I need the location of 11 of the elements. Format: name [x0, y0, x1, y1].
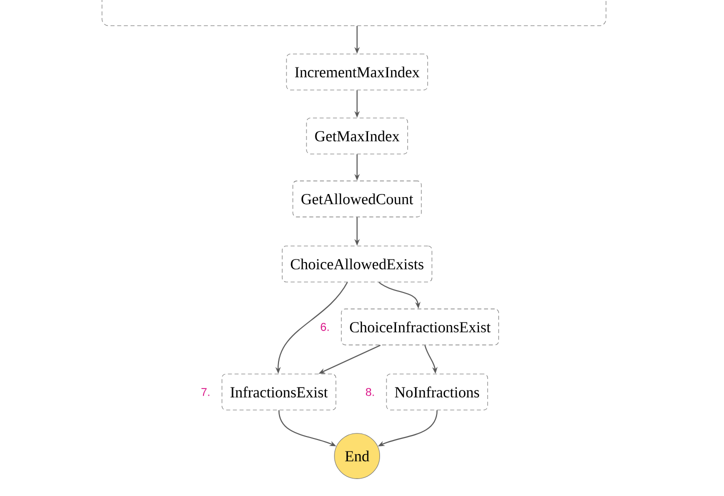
step-number: 8. [366, 388, 374, 396]
state-box: InfractionsExist [222, 374, 336, 410]
step-number: 6. [320, 322, 329, 331]
state-box: IncrementMaxIndex [286, 54, 428, 90]
container-box [102, 0, 606, 26]
step-number: 7. [201, 388, 210, 396]
state-box: ChoiceInfractionsExist [341, 308, 499, 346]
state-box: GetAllowedCount [292, 180, 422, 218]
state-box: NoInfractions [386, 374, 488, 410]
state-box: ChoiceAllowedExists [282, 246, 432, 282]
state-box: GetMaxIndex [306, 118, 408, 154]
